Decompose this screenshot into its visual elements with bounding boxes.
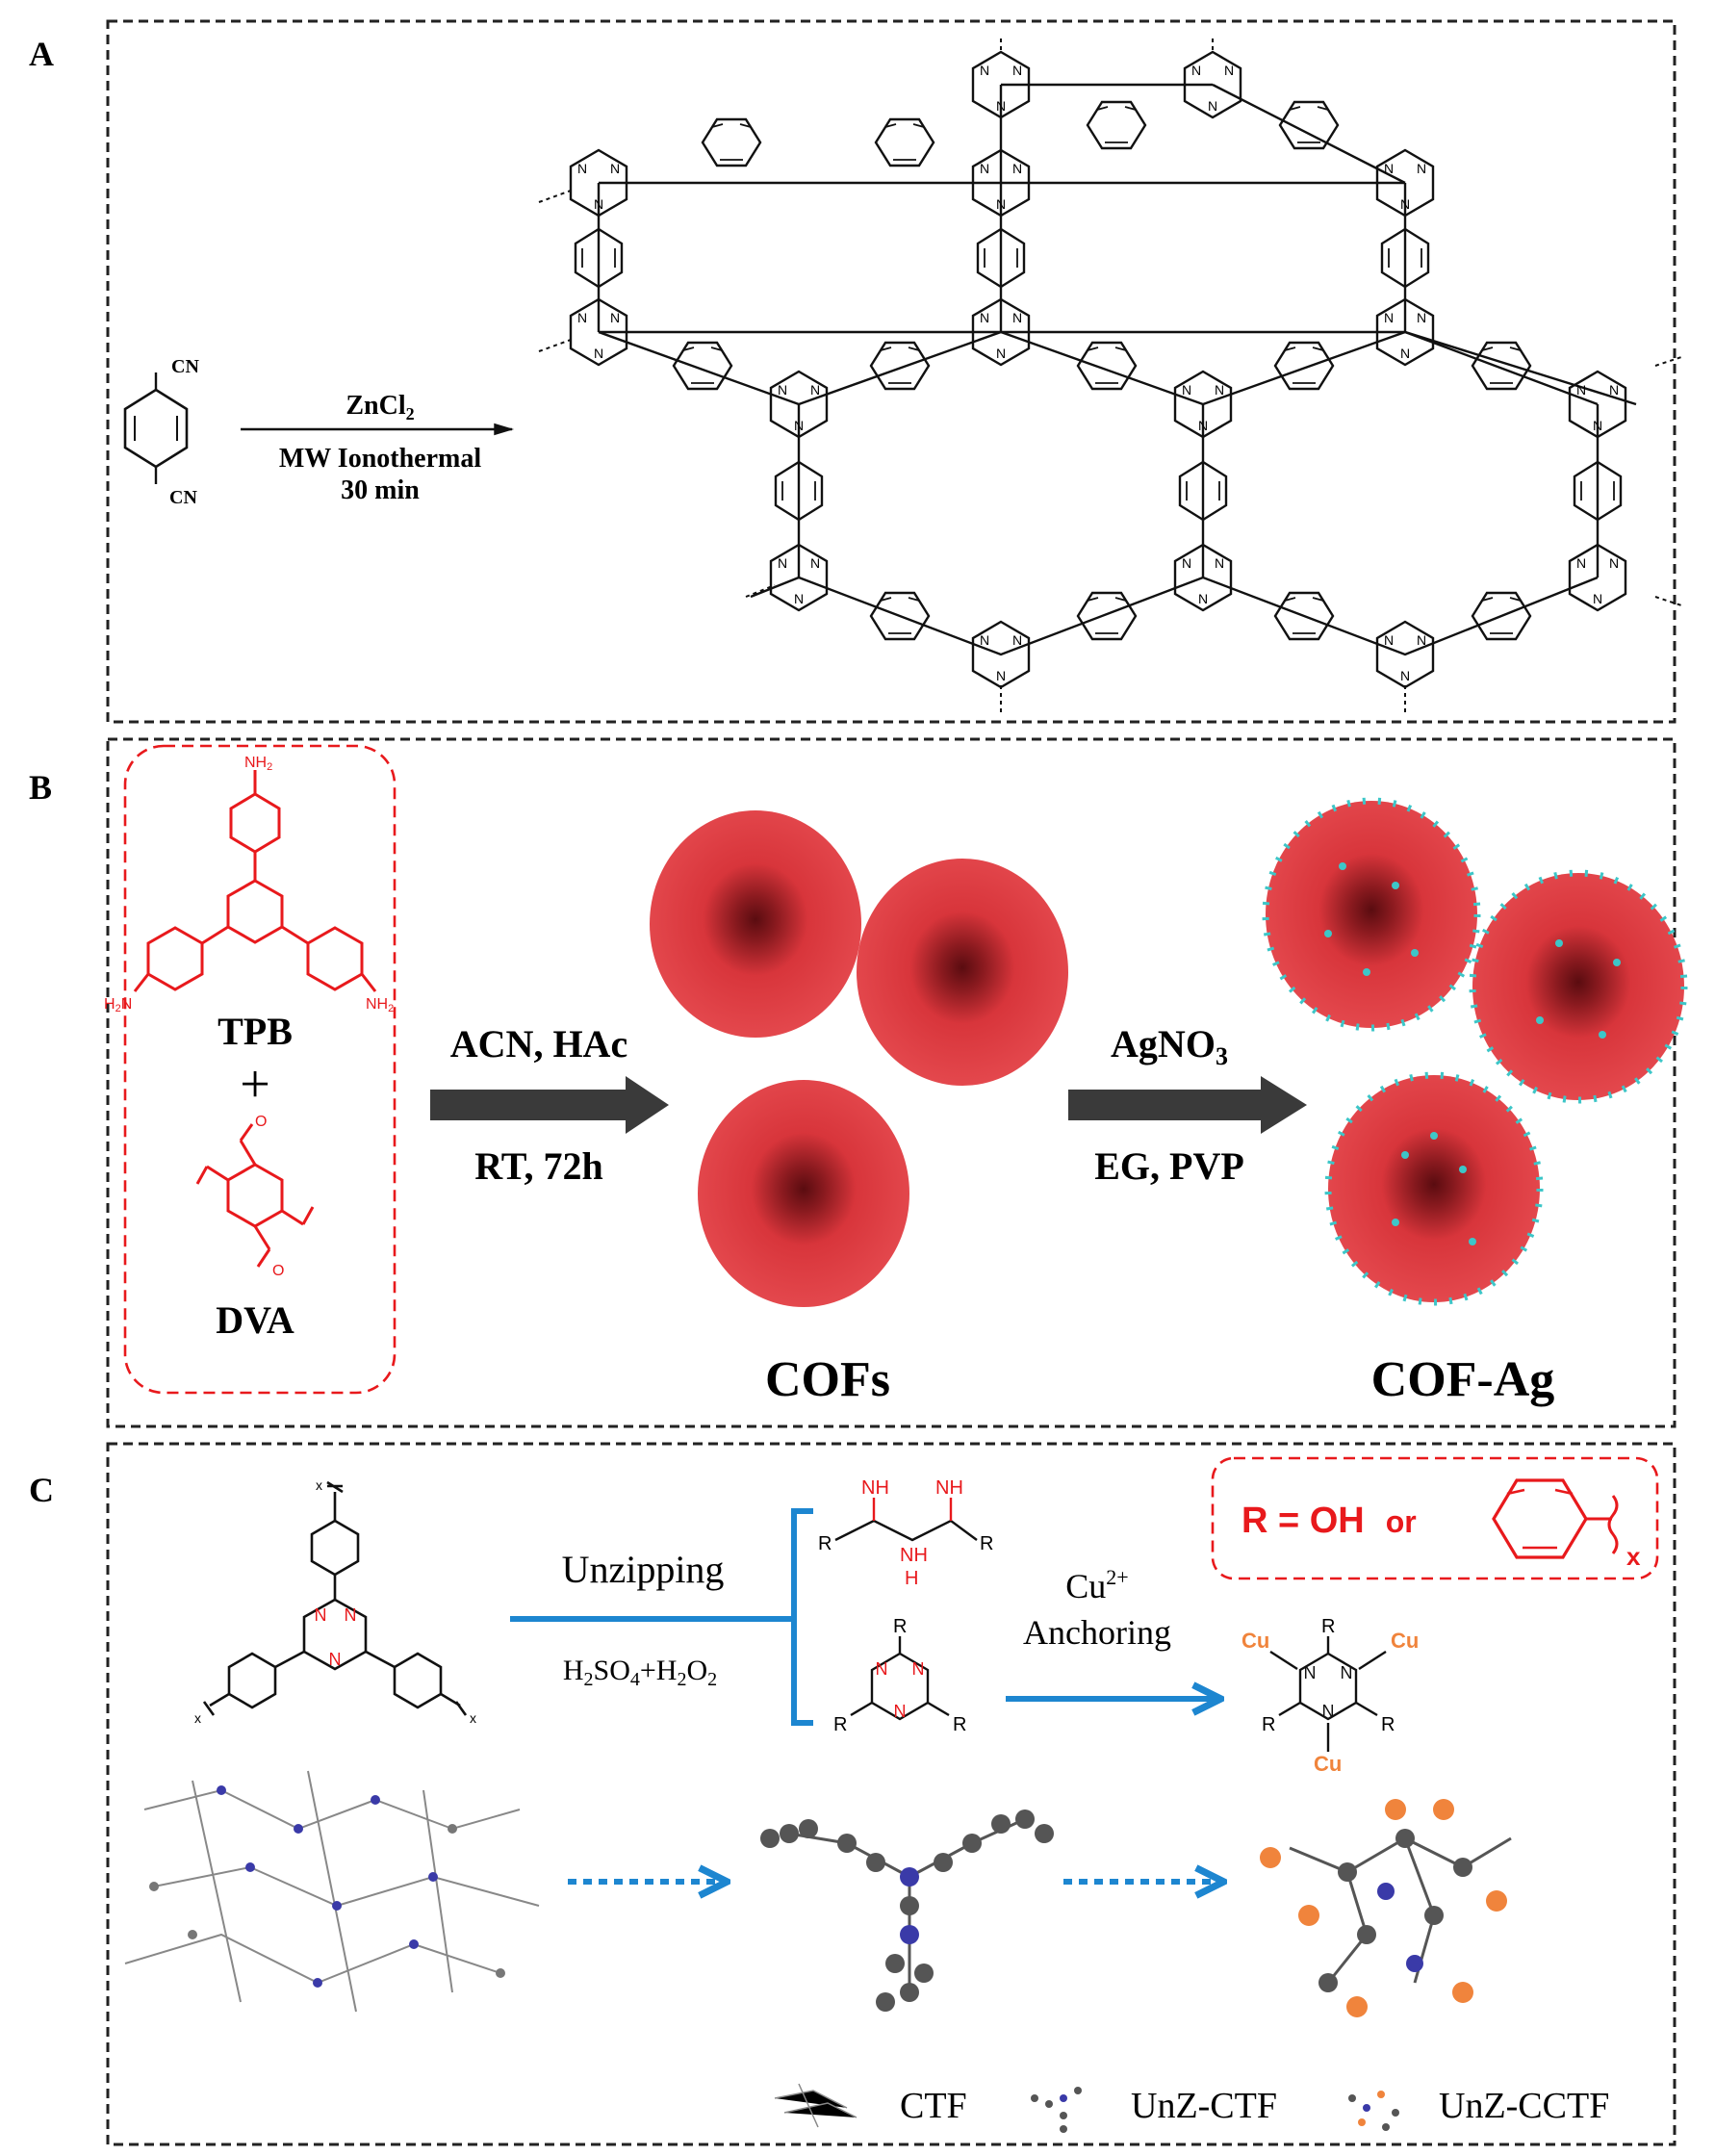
cof-sphere-2 bbox=[857, 859, 1068, 1086]
r-top-3: R bbox=[1321, 1616, 1335, 1637]
legend-unz-cctf-icon bbox=[1348, 2091, 1399, 2131]
cn-bottom-label: CN bbox=[169, 487, 197, 508]
cof-sphere-3 bbox=[698, 1080, 909, 1307]
complex-n-1: N bbox=[1304, 1663, 1317, 1682]
r-right-3: R bbox=[1381, 1714, 1395, 1735]
unz-cctf-atoms bbox=[1260, 1799, 1507, 2017]
cu-label-3: Cu bbox=[1314, 1752, 1342, 1776]
tpb-nh2-left: H2N bbox=[104, 996, 132, 1014]
r-left-2: R bbox=[833, 1714, 847, 1735]
panel-b: B NH2 H2N NH2 TPB + bbox=[29, 737, 1688, 1428]
triazine-product bbox=[850, 1636, 950, 1721]
legend: CTF UnZ-CTF UnZ-CCTF bbox=[774, 2083, 1609, 2133]
tpb-structure bbox=[133, 770, 377, 992]
cof-ag-spheres bbox=[1262, 797, 1688, 1306]
unzipping-label: Unzipping bbox=[562, 1548, 725, 1591]
product-bracket bbox=[791, 1508, 813, 1726]
dva-aldehyde-o-top: O bbox=[255, 1114, 267, 1130]
nh-left: NH bbox=[861, 1477, 889, 1499]
legend-unz-cctf: UnZ-CCTF bbox=[1439, 2086, 1609, 2126]
panel-a-condition-2: 30 min bbox=[341, 475, 420, 505]
legend-unz-ctf: UnZ-CTF bbox=[1131, 2086, 1277, 2126]
step2-bottom-label: EG, PVP bbox=[1094, 1144, 1244, 1188]
cu-triazine-complex bbox=[1269, 1636, 1387, 1752]
terephthalonitrile: CN CN bbox=[123, 356, 199, 508]
tpb-nh2-top: NH2 bbox=[244, 755, 272, 773]
panel-a-letter: A bbox=[29, 35, 54, 73]
cof-ag-sphere-1 bbox=[1262, 797, 1481, 1032]
unz-cctf-model bbox=[1289, 1836, 1512, 1984]
monomer-box bbox=[123, 744, 397, 1395]
step1-bottom-label: RT, 72h bbox=[474, 1144, 602, 1188]
r-top-2: R bbox=[893, 1616, 907, 1637]
r-right-2: R bbox=[953, 1714, 966, 1735]
open-chain-product bbox=[834, 1498, 978, 1542]
r-right-1: R bbox=[980, 1533, 993, 1554]
panel-a-reagent: ZnCl2 bbox=[346, 391, 414, 424]
ctf-x-top: x bbox=[316, 1477, 322, 1493]
plus-sign: + bbox=[240, 1055, 270, 1115]
cu-label-2: Cu bbox=[1391, 1629, 1419, 1653]
legend-ctf: CTF bbox=[900, 2086, 967, 2126]
ctf-network bbox=[538, 38, 1685, 712]
anchoring-label: Anchoring bbox=[1023, 1613, 1171, 1652]
step1-top-label: ACN, HAc bbox=[450, 1022, 627, 1065]
panel-c-frame bbox=[106, 1442, 1677, 2146]
panel-a-condition-1: MW Ionothermal bbox=[279, 444, 481, 474]
cn-top-label: CN bbox=[171, 356, 199, 377]
ctf-model bbox=[124, 1770, 540, 2013]
panel-b-frame bbox=[106, 737, 1677, 1428]
ctf-repeat-unit bbox=[202, 1480, 468, 1716]
r-phenyl-icon bbox=[1492, 1478, 1619, 1559]
cu-ion-label: Cu2+ bbox=[1065, 1565, 1128, 1605]
panel-a: A CN CN ZnCl2 MW Ionothermal 30 min bbox=[29, 19, 1685, 724]
triazine-n-3: N bbox=[894, 1702, 907, 1721]
triazine-n-1: N bbox=[876, 1659, 888, 1679]
cof-sphere-1 bbox=[650, 810, 861, 1038]
r-definition-box bbox=[1211, 1456, 1659, 1580]
cu-label-1: Cu bbox=[1241, 1629, 1269, 1653]
panel-b-letter: B bbox=[29, 768, 52, 807]
complex-n-2: N bbox=[1341, 1663, 1353, 1682]
ctf-n-1: N bbox=[315, 1605, 327, 1625]
tpb-label: TPB bbox=[218, 1010, 293, 1053]
tpb-nh2-right: NH2 bbox=[366, 996, 394, 1014]
legend-ctf-icon bbox=[774, 2083, 858, 2128]
complex-n-3: N bbox=[1322, 1702, 1335, 1721]
triazine-n-2: N bbox=[912, 1659, 925, 1679]
dva-label: DVA bbox=[216, 1298, 294, 1342]
ctf-n-3: N bbox=[329, 1650, 342, 1669]
cofs-label: COFs bbox=[765, 1352, 890, 1407]
r-left-3: R bbox=[1262, 1714, 1275, 1735]
ctf-model-atoms bbox=[149, 1785, 505, 1988]
ctf-x-left: x bbox=[194, 1710, 201, 1726]
oxidant-label: H2SO4+H2O2 bbox=[563, 1655, 717, 1690]
legend-unz-ctf-icon bbox=[1031, 2087, 1082, 2133]
dva-structure bbox=[195, 1123, 315, 1268]
r-left-1: R bbox=[818, 1533, 832, 1554]
cof-ag-sphere-2 bbox=[1469, 869, 1688, 1104]
nh-center: NH bbox=[900, 1545, 928, 1566]
h-center: H bbox=[905, 1568, 918, 1589]
step1-arrow bbox=[430, 1076, 669, 1134]
ctf-n-2: N bbox=[345, 1605, 357, 1625]
ctf-x-right: x bbox=[470, 1710, 476, 1726]
step2-arrow bbox=[1068, 1076, 1307, 1134]
step2-top-label: AgNO3 bbox=[1111, 1022, 1228, 1070]
cof-ag-label: COF-Ag bbox=[1371, 1352, 1555, 1407]
panel-a-frame bbox=[106, 19, 1677, 724]
cof-ag-sphere-3 bbox=[1324, 1071, 1544, 1306]
nh-right: NH bbox=[935, 1477, 963, 1499]
unz-ctf-atoms bbox=[760, 1810, 1054, 2012]
panel-c-letter: C bbox=[29, 1471, 54, 1509]
cof-spheres bbox=[650, 810, 1068, 1307]
r-definition-x: x bbox=[1626, 1542, 1641, 1571]
dva-aldehyde-o-bottom: O bbox=[272, 1263, 284, 1279]
